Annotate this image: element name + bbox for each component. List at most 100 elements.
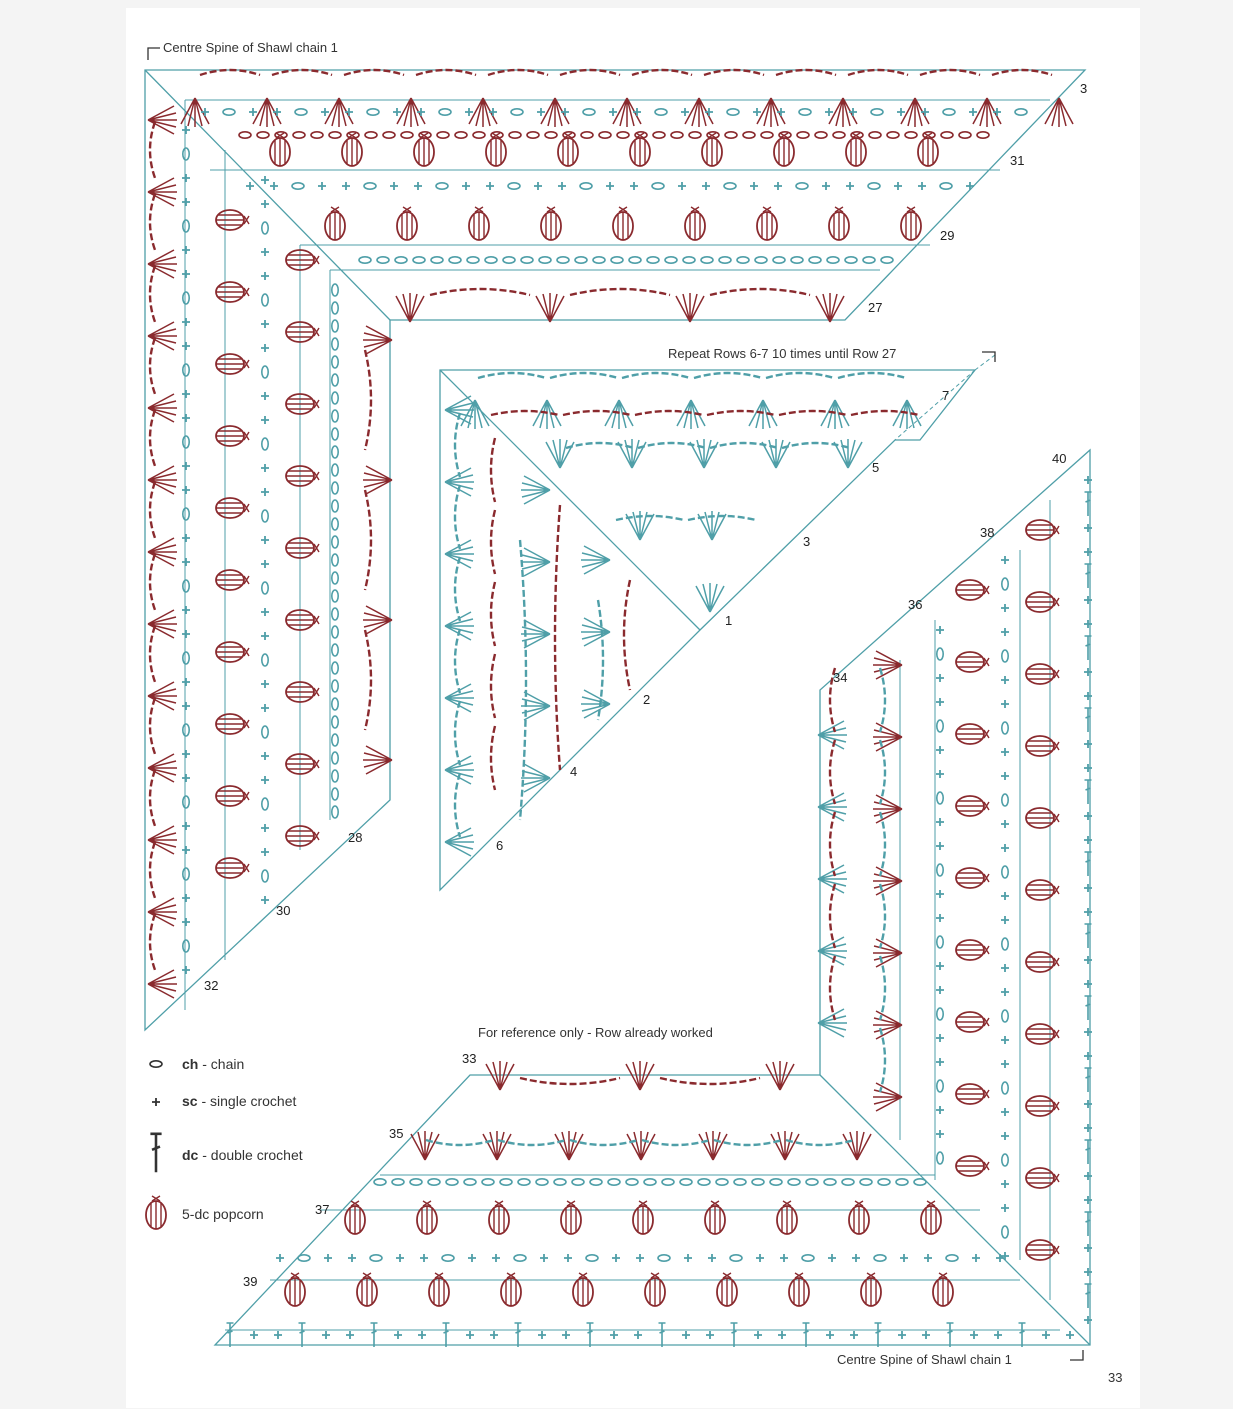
row-stitch bbox=[1002, 1154, 1008, 1166]
row-stitch bbox=[1084, 548, 1092, 556]
row-stitch bbox=[318, 182, 326, 190]
shell-stitch bbox=[818, 1009, 847, 1037]
row-stitch bbox=[262, 366, 268, 378]
chain-arc bbox=[782, 443, 850, 448]
row-stitch bbox=[1084, 596, 1092, 604]
chain-arc bbox=[632, 70, 692, 75]
popcorn-stitch bbox=[216, 354, 249, 374]
row-stitch bbox=[1042, 1331, 1050, 1339]
row-stitch bbox=[183, 652, 189, 664]
row-stitch bbox=[875, 1323, 882, 1347]
popcorn-stitch bbox=[216, 642, 249, 662]
popcorn-stitch bbox=[469, 207, 489, 240]
shell-stitch bbox=[618, 439, 646, 468]
chain-stitch bbox=[773, 257, 785, 263]
row-number: 36 bbox=[908, 597, 922, 612]
row-stitch bbox=[514, 1255, 526, 1261]
chain-stitch bbox=[755, 257, 767, 263]
row-stitch bbox=[777, 108, 785, 116]
row-stitch bbox=[936, 770, 944, 778]
row-stitch bbox=[276, 1254, 284, 1262]
chain-stitch bbox=[941, 132, 953, 138]
chain-arc bbox=[851, 411, 919, 415]
row-stitch bbox=[182, 318, 190, 326]
popcorn-stitch bbox=[216, 498, 249, 518]
row-stitch bbox=[849, 108, 857, 116]
shell-stitch bbox=[396, 293, 424, 322]
popcorn-stitch bbox=[956, 796, 989, 816]
popcorn-stitch bbox=[541, 207, 561, 240]
row-stitch bbox=[937, 1152, 943, 1164]
chain-stitch bbox=[869, 132, 881, 138]
popcorn-stitch bbox=[573, 1273, 593, 1306]
row-stitch bbox=[1084, 1244, 1092, 1252]
row-stitch bbox=[924, 1254, 932, 1262]
chain-arc bbox=[838, 373, 906, 378]
row-stitch bbox=[936, 842, 944, 850]
row-stitch bbox=[261, 488, 269, 496]
chain-arc bbox=[430, 289, 530, 295]
chain-stitch bbox=[575, 257, 587, 263]
shell-stitch bbox=[148, 826, 177, 854]
chain-stitch bbox=[959, 132, 971, 138]
row-stitch bbox=[1001, 1204, 1009, 1212]
row-stitch bbox=[1019, 1323, 1026, 1347]
legend-abbr: ch bbox=[182, 1056, 198, 1072]
chain-stitch bbox=[332, 284, 338, 296]
row-stitch bbox=[1066, 1331, 1074, 1339]
popcorn-stitch bbox=[901, 207, 921, 240]
chain-arc bbox=[365, 490, 371, 590]
popcorn-stitch bbox=[216, 426, 249, 446]
row-stitch bbox=[183, 220, 189, 232]
row-stitch bbox=[918, 182, 926, 190]
row-stitch bbox=[922, 1331, 930, 1339]
chain-arc bbox=[200, 70, 260, 75]
row-stitch bbox=[921, 108, 929, 116]
row-stitch bbox=[183, 148, 189, 160]
row-number: 32 bbox=[204, 978, 218, 993]
chain-arc bbox=[491, 438, 495, 502]
row-stitch bbox=[418, 1331, 426, 1339]
row-stitch bbox=[1084, 908, 1092, 916]
row-stitch bbox=[262, 726, 268, 738]
row-stitch bbox=[1001, 820, 1009, 828]
chain-stitch bbox=[332, 590, 338, 602]
chain-stitch bbox=[332, 410, 338, 422]
row-stitch bbox=[182, 486, 190, 494]
row-stitch bbox=[246, 182, 254, 190]
popcorn-stitch bbox=[645, 1273, 665, 1306]
row-stitch bbox=[1084, 836, 1092, 844]
chain-stitch bbox=[332, 392, 338, 404]
chain-arc bbox=[150, 482, 155, 538]
row-number: 2 bbox=[643, 692, 650, 707]
row-stitch bbox=[900, 1254, 908, 1262]
shell-stitch bbox=[555, 1131, 583, 1160]
row-stitch bbox=[730, 1255, 742, 1261]
chain-stitch bbox=[881, 257, 893, 263]
chain-stitch bbox=[257, 132, 269, 138]
row-stitch bbox=[537, 108, 545, 116]
chain-stitch bbox=[815, 132, 827, 138]
popcorn-stitch bbox=[286, 754, 319, 774]
shell-stitch bbox=[148, 898, 177, 926]
chain-stitch bbox=[332, 752, 338, 764]
shell-stitch bbox=[483, 1131, 511, 1160]
row-stitch bbox=[261, 176, 269, 184]
chain-arc bbox=[550, 373, 618, 378]
shell-stitch bbox=[536, 293, 564, 322]
chain-stitch bbox=[599, 132, 611, 138]
row-number: 27 bbox=[868, 300, 882, 315]
row-stitch bbox=[652, 183, 664, 189]
chain-stitch bbox=[557, 257, 569, 263]
row-stitch bbox=[753, 108, 761, 116]
popcorn-stitch bbox=[956, 652, 989, 672]
popcorn-stitch bbox=[216, 570, 249, 590]
chain-stitch bbox=[581, 132, 593, 138]
popcorn-stitch bbox=[849, 1201, 869, 1234]
row-stitch bbox=[633, 108, 641, 116]
popcorn-stitch bbox=[956, 868, 989, 888]
row-stitch bbox=[462, 182, 470, 190]
row-number: 28 bbox=[348, 830, 362, 845]
row-stitch bbox=[1084, 1268, 1092, 1276]
popcorn-stitch bbox=[285, 1273, 305, 1306]
